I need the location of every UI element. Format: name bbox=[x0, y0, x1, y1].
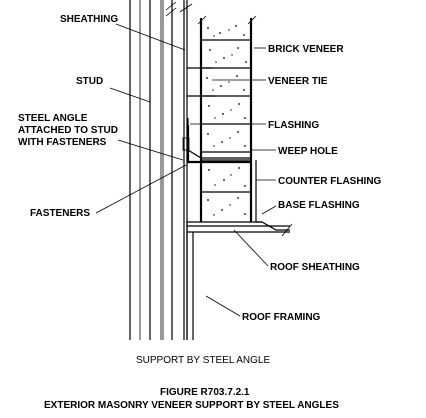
label-sheathing: SHEATHING bbox=[60, 14, 118, 25]
label-stud: STUD bbox=[76, 76, 103, 87]
sheathing bbox=[179, 0, 193, 340]
label-veneer-tie: VENEER TIE bbox=[268, 76, 328, 87]
label-steel-angle-3: WITH FASTENERS bbox=[18, 137, 107, 148]
figure-number: FIGURE R703.7.2.1 bbox=[160, 387, 250, 398]
steel-angle bbox=[182, 125, 252, 164]
subcaption: SUPPORT BY STEEL ANGLE bbox=[136, 355, 270, 366]
roof-assembly bbox=[186, 160, 293, 340]
label-weep-hole: WEEP HOLE bbox=[278, 146, 338, 157]
label-base-flashing: BASE FLASHING bbox=[278, 200, 360, 211]
label-roof-sheathing: ROOF SHEATHING bbox=[270, 262, 360, 273]
brick-veneer bbox=[197, 15, 257, 222]
label-steel-angle-1: STEEL ANGLE bbox=[18, 113, 88, 124]
veneer-ties bbox=[187, 67, 215, 97]
label-steel-angle-2: ATTACHED TO STUD bbox=[18, 125, 118, 136]
label-fasteners: FASTENERS bbox=[30, 208, 90, 219]
label-counter-flashing: COUNTER FLASHING bbox=[278, 176, 382, 187]
label-brick-veneer: BRICK VENEER bbox=[268, 44, 344, 55]
stud-wall bbox=[129, 0, 177, 340]
figure-title: EXTERIOR MASONRY VENEER SUPPORT BY STEEL… bbox=[44, 400, 339, 411]
leader-lines bbox=[95, 23, 277, 317]
label-flashing: FLASHING bbox=[268, 120, 319, 131]
label-roof-framing: ROOF FRAMING bbox=[242, 312, 321, 323]
